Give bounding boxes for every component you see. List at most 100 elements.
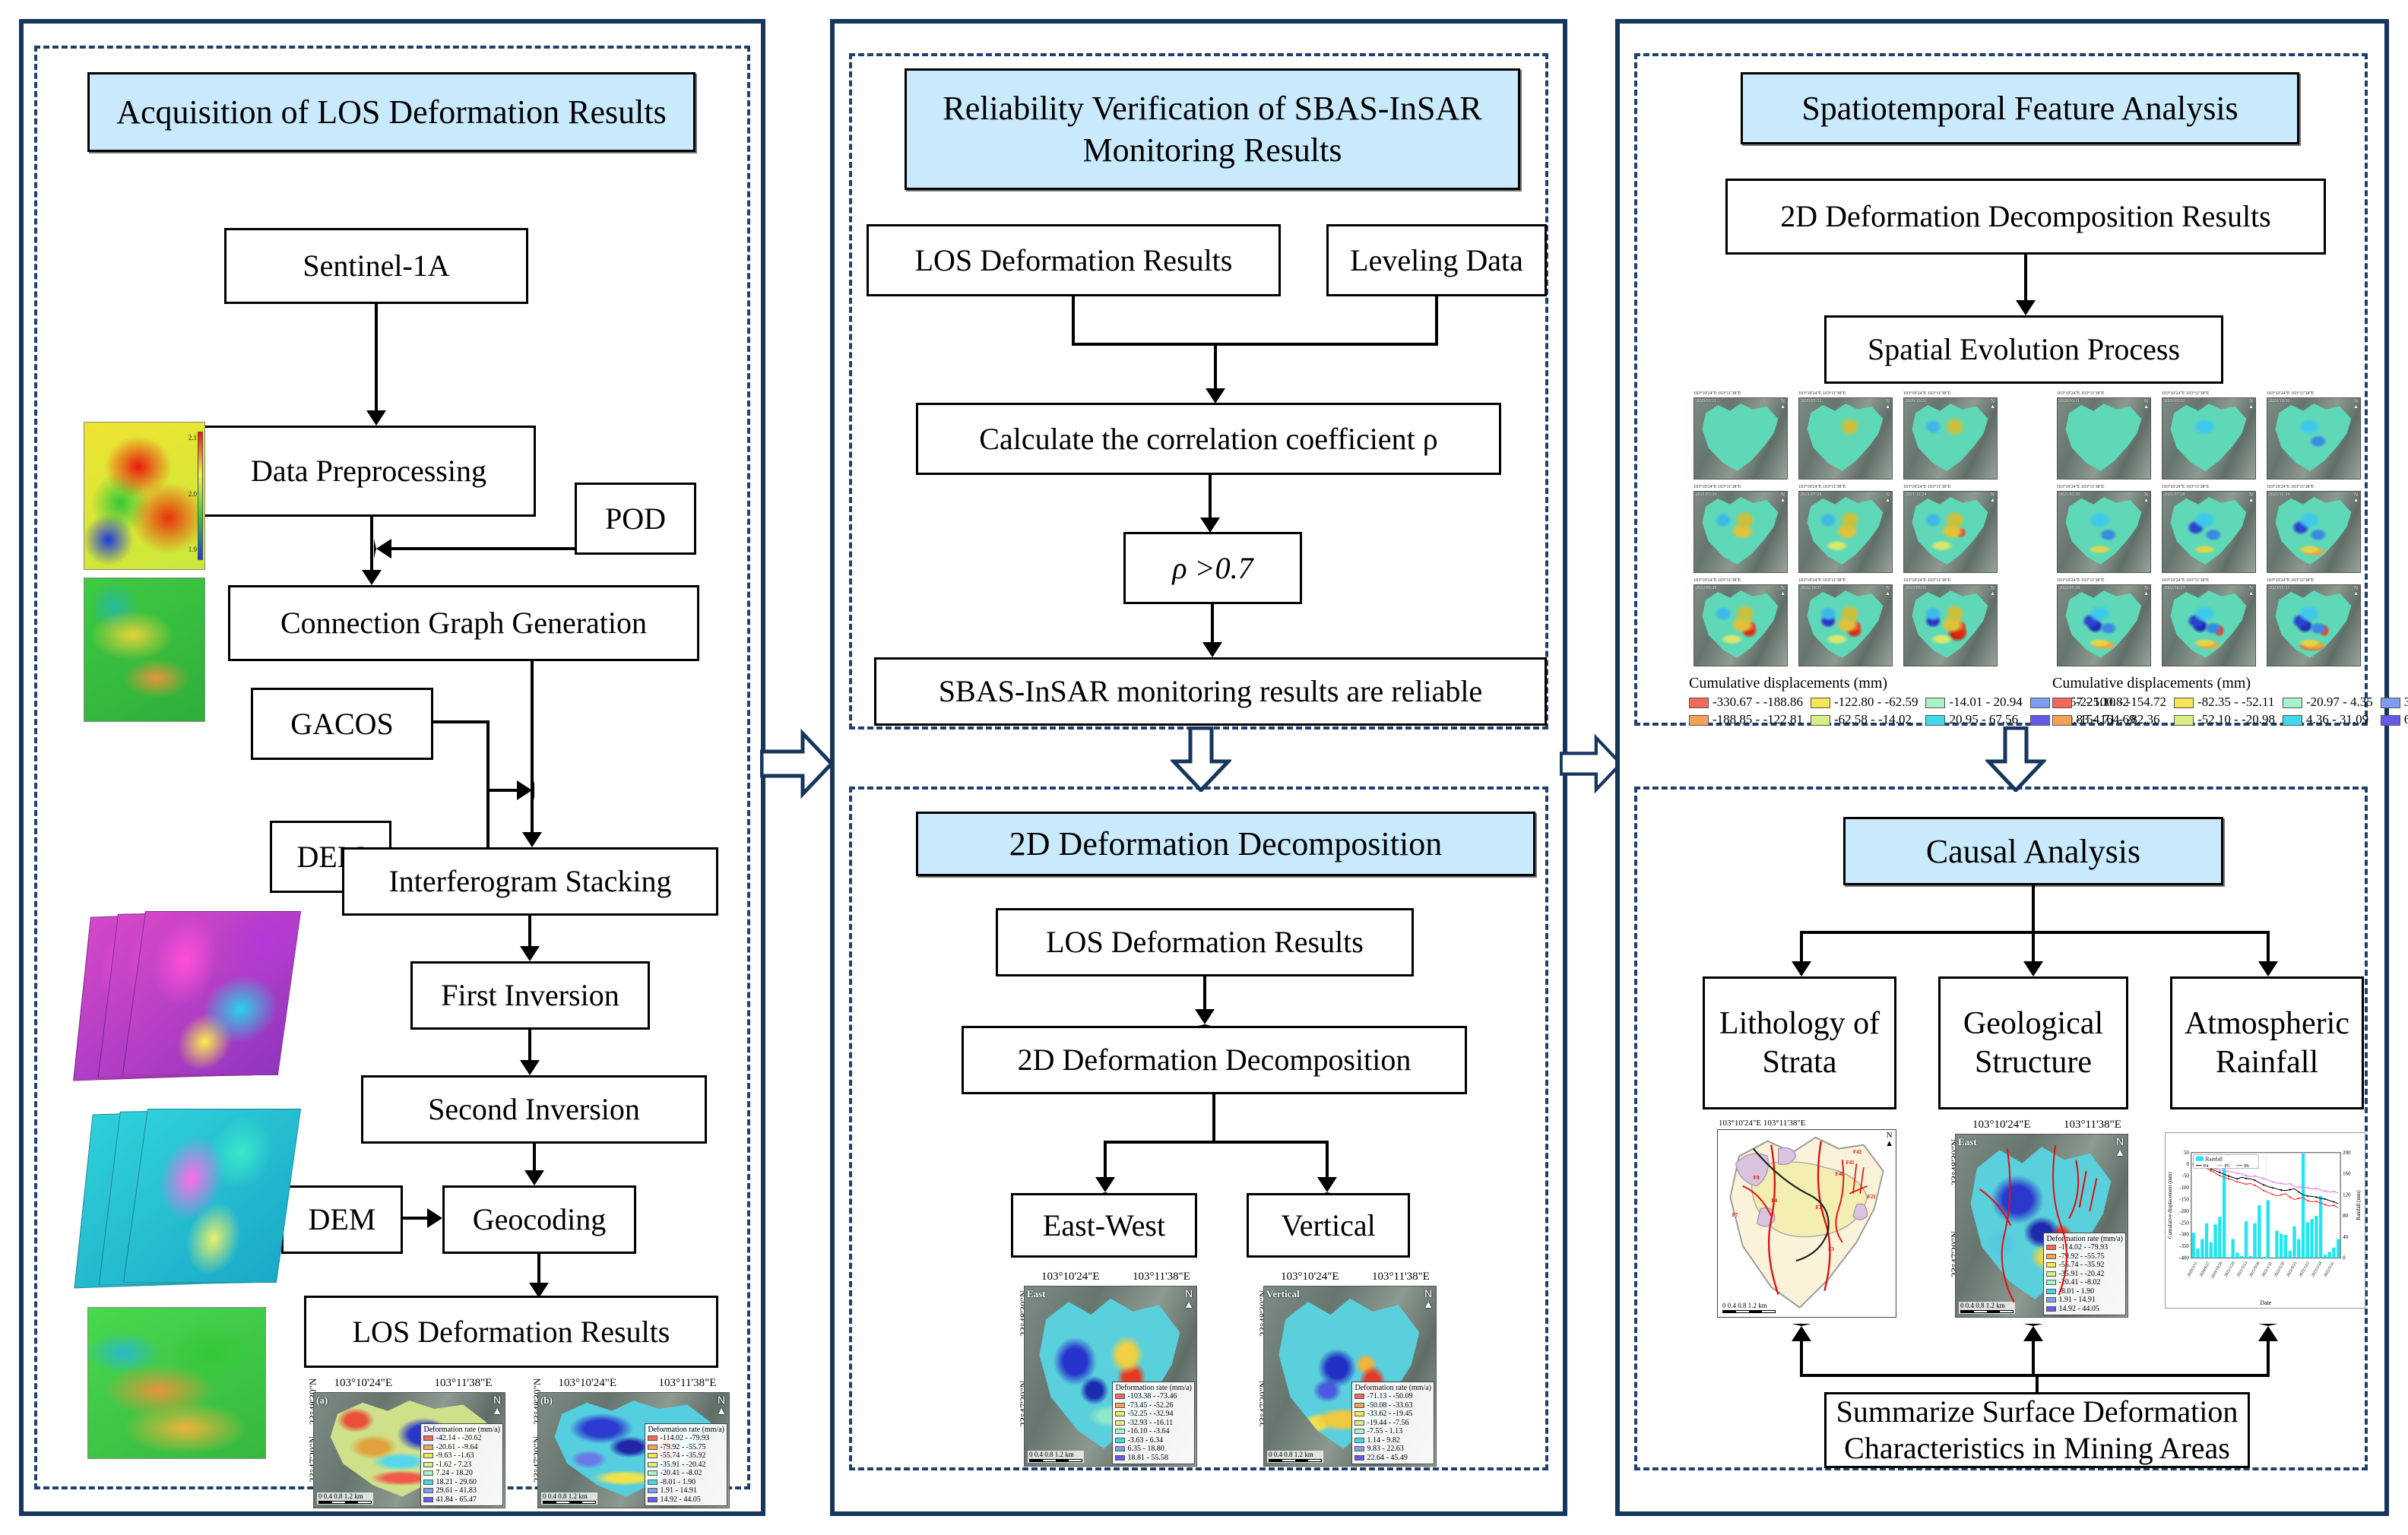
connector	[1072, 296, 1075, 346]
map-legend-item: -50.08 - -33.63	[1354, 1401, 1431, 1410]
legend-range-label: -16.10 - -3.64	[1127, 1427, 1170, 1435]
grid-map-date-label: 2020/05/22	[1801, 399, 1822, 404]
box-reliable: SBAS-InSAR monitoring results are reliab…	[874, 657, 1547, 726]
map-corner-label: (a)	[316, 1394, 328, 1406]
box-second-inversion: Second Inversion	[361, 1075, 707, 1144]
map-legend-item: 29.61 - 41.83	[423, 1486, 500, 1495]
legend-swatch-icon	[1115, 1429, 1126, 1435]
svg-text:2022/12/2: 2022/12/2	[2299, 1261, 2311, 1277]
box-data-preprocessing-label: Data Preprocessing	[251, 454, 486, 488]
box-rho-label: ρ >0.7	[1172, 550, 1253, 585]
north-arrow-icon: N▲	[1183, 1287, 1194, 1310]
box-geocoding-label: Geocoding	[472, 1202, 607, 1236]
svg-text:2023/5/31: 2023/5/31	[2323, 1261, 2335, 1277]
north-arrow-icon: N▲	[2143, 398, 2149, 410]
north-arrow-icon: N▲	[1885, 398, 1890, 410]
svg-text:P4: P4	[2204, 1163, 2210, 1169]
svg-text:Date: Date	[2261, 1299, 2272, 1306]
svg-text:120: 120	[2343, 1192, 2351, 1198]
arrowhead	[2023, 1324, 2043, 1341]
legend-range-label: -122.80 - -62.59	[1833, 695, 1918, 709]
north-arrow-icon: N▲	[1780, 492, 1785, 503]
los-map-a: 103°10'24"E103°11'38"E23°48'30"N23°47'20…	[296, 1377, 505, 1508]
connector	[1800, 1374, 2270, 1377]
box-los-2: LOS Deformation Results	[867, 224, 1281, 296]
map-legend-item: -71.13 - -50.09	[1354, 1392, 1431, 1401]
legend-swatch-icon	[1115, 1402, 1126, 1408]
grid-map-date-label: 2021/03/30	[1696, 492, 1717, 497]
map-frame: N▲ (a) Deformation rate (mm/a)-42.14 - -20…	[313, 1392, 505, 1508]
map-legend-item: 6.35 - 18.80	[1115, 1445, 1192, 1454]
arrow-line	[1203, 976, 1206, 1011]
header-2d-decomposition: 2D Deformation Decomposition	[916, 812, 1535, 876]
svg-text:P5: P5	[2224, 1163, 2229, 1169]
connector	[1212, 1094, 1215, 1144]
map-legend-title: Deformation rate (mm/a)	[1115, 1383, 1192, 1392]
grid-legend-table: -330.67 - -188.86-122.80 - -62.59-14.01 …	[1689, 694, 2143, 729]
arrow-line	[375, 304, 378, 412]
map-legend-item: 1.91 - 14.91	[648, 1486, 724, 1495]
coordinate-label: 103°10'24"E 103°11'38"E	[1798, 391, 1846, 396]
coordinate-label: 103°10'24"E 103°11'38"E	[2162, 485, 2210, 489]
legend-swatch-icon	[2046, 1271, 2057, 1277]
scalebar-labels: 0 0.4 0.8 1.2 km	[543, 1492, 588, 1501]
svg-text:-400: -400	[2179, 1256, 2189, 1261]
map-legend: Deformation rate (mm/a)-71.13 - -50.09-5…	[1351, 1381, 1434, 1464]
arrow-line	[1800, 931, 1803, 963]
box-los-results: LOS Deformation Results	[304, 1296, 718, 1368]
legend-swatch-icon	[1925, 698, 1946, 709]
map-legend-item: -16.10 - -3.64	[1115, 1427, 1192, 1436]
grid-legend-title: Cumulative displacements (mm)	[1689, 675, 1888, 692]
legend-swatch-icon	[2380, 698, 2400, 709]
box-vertical: Vertical	[1247, 1193, 1410, 1258]
svg-text:Rainfall (mm): Rainfall (mm)	[2356, 1190, 2362, 1220]
box-connection-graph: Connection Graph Generation	[228, 585, 699, 661]
map-legend-item: -33.62 - -19.45	[1354, 1410, 1431, 1419]
north-arrow-icon: N▲	[1423, 1287, 1434, 1310]
box-lithology-label: Lithology of Strata	[1719, 1006, 1880, 1080]
coordinate-label: 103°10'24"E 103°11'38"E	[2267, 578, 2315, 583]
deformation-blob-layer	[2275, 590, 2352, 658]
north-arrow-icon: N▲	[2353, 398, 2359, 410]
map-legend-item: -3.63 - 6.34	[1115, 1436, 1192, 1445]
scalebar-icon	[543, 1501, 596, 1504]
map-legend-item: -79.92 - -55.75	[648, 1443, 724, 1452]
legend-swatch-icon	[1689, 698, 1709, 709]
svg-text:-50: -50	[2182, 1174, 2190, 1179]
legend-swatch-icon	[423, 1496, 434, 1502]
deformation-blob-layer	[1702, 497, 1779, 565]
map-legend-item: -8.01 - 1.90	[2046, 1287, 2123, 1296]
svg-text:P6: P6	[2244, 1163, 2250, 1169]
legend-swatch-icon	[1115, 1394, 1126, 1400]
legend-swatch-icon	[1115, 1419, 1126, 1426]
svg-text:-100: -100	[2179, 1185, 2189, 1191]
box-east-west-label: East-West	[1042, 1207, 1166, 1242]
grid-map-date-label: 2023/05/31	[2269, 586, 2290, 590]
map-legend: Deformation rate (mm/a)-42.14 - -20.62-2…	[420, 1423, 503, 1506]
grid-legend-right: Cumulative displacements (mm)-225.10 - -…	[2052, 673, 2408, 729]
dem-image	[84, 578, 205, 722]
grid-map-date-label: 2022/10/27	[1801, 586, 1822, 590]
legend-range-label: -82.35 - -52.11	[2197, 695, 2275, 709]
deformation-blob-layer	[1912, 497, 1988, 565]
map-legend-item: -1.62 - 7.23	[423, 1461, 500, 1470]
box-east-west: East-West	[1011, 1193, 1197, 1258]
north-arrow-icon: N▲	[1990, 492, 1995, 503]
legend-swatch-icon	[2380, 715, 2400, 726]
legend-swatch-icon	[2052, 715, 2072, 726]
north-arrow-icon: N▲	[492, 1394, 502, 1416]
arrow-line	[1800, 1337, 1803, 1377]
